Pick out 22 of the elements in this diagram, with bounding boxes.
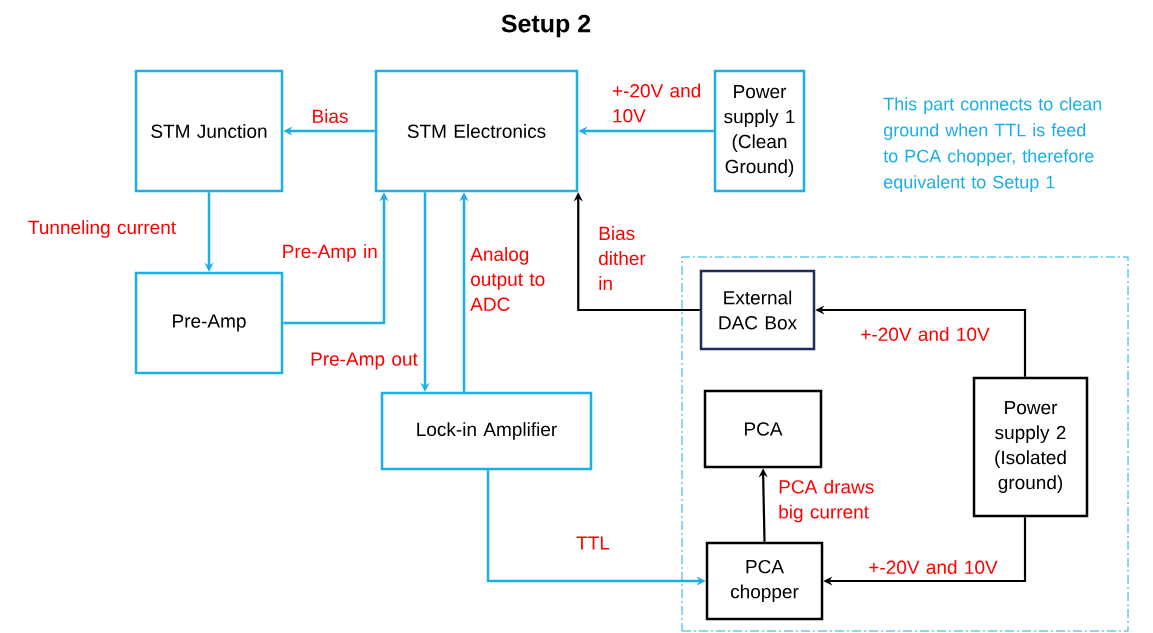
edge-label: Bias xyxy=(313,109,348,123)
process-box: Power supply 1 (Clean Ground) xyxy=(713,69,806,193)
edge-label: PCA draws big current xyxy=(779,479,874,523)
process-box: STM Electronics xyxy=(374,69,579,193)
process-box: External DAC Box xyxy=(699,269,816,351)
process-box: Lock-in Amplifier xyxy=(380,391,593,471)
process-box: STM Junction xyxy=(134,69,284,193)
process-box: Power supply 2 (Isolated ground) xyxy=(972,376,1089,518)
edge-label: TTL xyxy=(576,536,610,550)
edge-label: Pre-Amp in xyxy=(283,244,377,262)
process-box: PCA xyxy=(703,389,823,469)
edge-label: +-20V and 10V xyxy=(869,560,998,574)
edge-label: Bias dither in xyxy=(599,226,646,290)
edge-label: +-20V and 10V xyxy=(861,327,990,341)
edge-label: Tunneling current xyxy=(28,220,176,238)
process-box: Pre-Amp xyxy=(134,271,284,375)
edge-label: Pre-Amp out xyxy=(311,352,418,370)
process-box: PCA chopper xyxy=(705,541,824,621)
note-text: This part connects to clean ground when TTL is feed to PCA chopper, therefore equivalent to Setup 1 xyxy=(883,97,1102,192)
edge-label: Analog output to ADC xyxy=(470,247,545,311)
edge-label: +-20V and 10V xyxy=(612,83,700,123)
title: Setup 2 xyxy=(501,14,591,38)
